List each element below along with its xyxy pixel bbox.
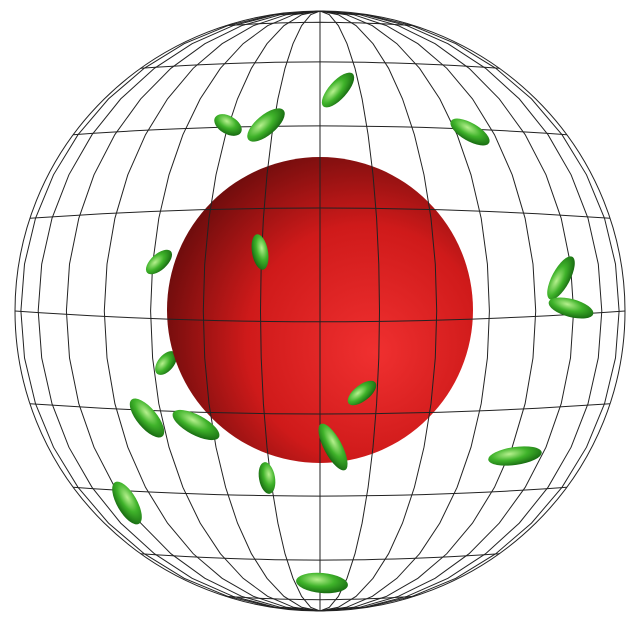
green-ellipsoid-particle xyxy=(542,253,580,304)
green-ellipsoid-particle xyxy=(106,477,147,529)
green-ellipsoid-particle xyxy=(487,443,543,468)
green-ellipsoid-particle xyxy=(317,68,360,113)
wireframe-outer-sphere xyxy=(15,11,625,611)
green-ellipsoid-particle xyxy=(142,245,176,278)
green-ellipsoid-particle xyxy=(242,103,290,148)
green-ellipsoid-particle xyxy=(446,113,493,151)
green-ellipsoid-particle xyxy=(124,393,170,443)
green-ellipsoid-particle xyxy=(256,461,277,495)
green-ellipsoid-particle xyxy=(211,110,246,141)
